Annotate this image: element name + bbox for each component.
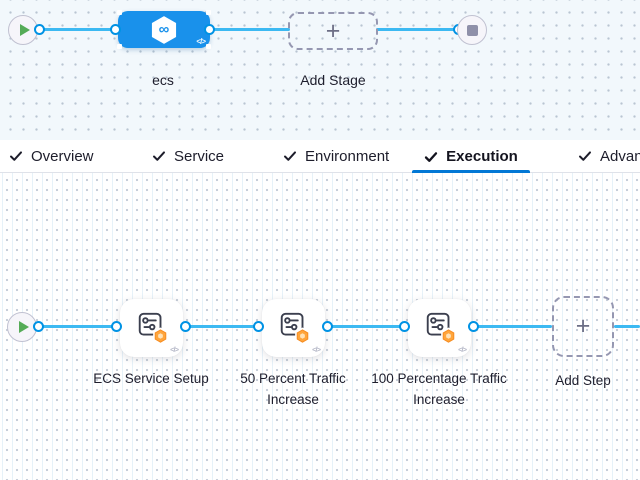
check-icon	[9, 149, 23, 163]
plus-icon: +	[325, 16, 341, 45]
code-badge-icon: </>	[170, 345, 179, 354]
check-icon	[283, 149, 297, 163]
pipeline-end-node[interactable]	[457, 15, 487, 45]
connector-line	[328, 325, 408, 328]
tab-label: Service	[174, 147, 225, 165]
stage-node-ecs[interactable]: ∞ </>	[117, 10, 211, 49]
code-badge-icon: </>	[196, 37, 206, 46]
check-icon	[578, 149, 592, 163]
pipeline-start-node[interactable]	[8, 15, 38, 45]
play-icon	[19, 24, 30, 36]
tab-label: Overview	[31, 147, 94, 165]
tab-overview[interactable]: Overview	[9, 140, 94, 172]
stop-icon	[466, 24, 478, 36]
stage-pipeline-canvas[interactable]: ∞ </> ecs + Add Stage	[0, 0, 640, 140]
connector-line	[39, 325, 118, 328]
connector-port	[110, 24, 121, 35]
infinity-icon: ∞	[158, 20, 170, 38]
selection-handle	[206, 10, 211, 15]
tab-label: Advanced	[600, 147, 640, 165]
harness-cd-icon: ∞	[151, 15, 177, 45]
stage-label: ecs	[152, 72, 174, 88]
execution-steps-canvas[interactable]: </> ECS Service Setup </> 50 Percent Tra…	[0, 173, 640, 480]
check-icon	[152, 149, 166, 163]
step-node-100-percentage-traffic[interactable]: </>	[408, 299, 471, 357]
tab-label: Execution	[446, 148, 518, 165]
step-label: 100 Percentage Traffic Increase	[371, 371, 507, 407]
add-stage-label: Add Stage	[300, 72, 366, 88]
selection-handle	[117, 44, 122, 49]
active-tab-underline	[412, 170, 530, 173]
tab-environment[interactable]: Environment	[283, 140, 389, 172]
connector-line	[614, 325, 640, 328]
connector-line	[38, 28, 118, 31]
connector-port	[468, 321, 479, 332]
connector-port	[34, 24, 45, 35]
add-stage-button[interactable]: +	[288, 12, 378, 50]
connector-port	[322, 321, 333, 332]
connector-port	[253, 321, 264, 332]
check-icon	[424, 150, 438, 164]
code-badge-icon: </>	[458, 345, 467, 354]
step-label: ECS Service Setup	[93, 371, 209, 386]
plus-icon: +	[575, 312, 591, 340]
step-label: 50 Percent Traffic Increase	[240, 371, 346, 407]
selection-handle	[117, 10, 122, 15]
stage-config-tab-bar: Overview Service Environment Execution A…	[0, 140, 640, 173]
execution-start-node[interactable]	[7, 312, 37, 342]
add-step-button[interactable]: +	[552, 296, 614, 357]
connector-line	[376, 28, 458, 31]
step-node-ecs-service-setup[interactable]: </>	[120, 299, 183, 357]
step-settings-icon	[280, 312, 310, 345]
add-step-label: Add Step	[555, 373, 611, 388]
step-settings-icon	[426, 312, 456, 345]
connector-line	[186, 325, 262, 328]
tab-service[interactable]: Service	[152, 140, 224, 172]
step-settings-icon	[138, 312, 168, 345]
play-icon	[18, 321, 29, 333]
tab-advanced[interactable]: Advanced	[578, 140, 640, 172]
code-badge-icon: </>	[312, 345, 321, 354]
selection-handle	[206, 44, 211, 49]
step-node-50-percent-traffic[interactable]: </>	[262, 299, 325, 357]
connector-port	[111, 321, 122, 332]
connector-port	[33, 321, 44, 332]
connector-port	[180, 321, 191, 332]
connector-line	[210, 28, 290, 31]
tab-label: Environment	[305, 147, 390, 165]
connector-port	[399, 321, 410, 332]
tab-execution[interactable]: Execution	[412, 140, 530, 173]
connector-port	[204, 24, 215, 35]
connector-line	[474, 325, 552, 328]
